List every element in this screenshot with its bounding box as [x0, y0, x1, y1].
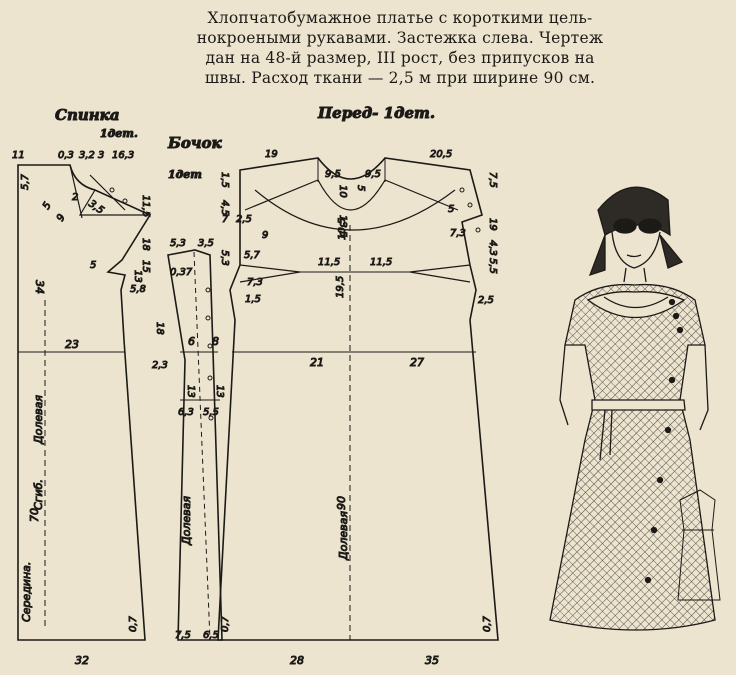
- front-dim-9: 9: [262, 230, 268, 241]
- back-dim-13: 13: [132, 270, 143, 283]
- back-dim-5: 5: [41, 200, 54, 211]
- front-dim-20-5: 20,5: [430, 149, 452, 160]
- front-dim-1-5b: 1,5: [245, 294, 261, 305]
- front-grain-label: Долевая: [337, 511, 350, 561]
- description-line-2: нокроеными рукавами. Застежка слева. Чер…: [196, 29, 604, 47]
- front-dim-35: 35: [425, 654, 439, 667]
- side-title: Бочок: [167, 134, 223, 152]
- back-center-label: Середина.: [20, 562, 33, 622]
- side-dim-8: 8: [212, 335, 219, 348]
- back-dim-0-7: 0,7: [128, 615, 139, 632]
- front-dim-19-5: 19,5: [335, 276, 346, 298]
- side-piece: Бочок 1дет 5,3 3,5 0,37 18 2,3 6 8 13 13…: [152, 134, 226, 642]
- front-dim-2-5r: 2,5: [478, 295, 494, 306]
- front-dim-0-7b: 0,7: [482, 615, 493, 632]
- side-count: 1дет: [168, 168, 202, 181]
- front-dim-5-7: 5,7: [244, 250, 261, 261]
- front-dim-5-5r: 5,5: [487, 258, 498, 274]
- back-dim-3-5: 3,5: [86, 198, 105, 216]
- front-dim-5-3: 5,3: [219, 250, 230, 266]
- front-dim-1-5: 1,5: [219, 172, 230, 188]
- side-dim-7-5: 7,5: [175, 630, 191, 641]
- front-dim-28: 28: [290, 654, 304, 667]
- side-dim-0-37: 0,37: [170, 267, 193, 278]
- back-dim-9: 9: [55, 212, 68, 223]
- back-dim-5b: 5: [90, 260, 96, 271]
- side-dim-2-3: 2,3: [152, 360, 168, 371]
- back-dim-0-3: 0,3: [58, 150, 74, 161]
- front-dim-5: 5: [355, 185, 366, 191]
- back-dim-16-3: 16,3: [112, 150, 134, 161]
- dress-illustration: [549, 186, 721, 631]
- front-dim-13-5: 13,5: [337, 215, 348, 237]
- back-dim-3-2: 3,2: [79, 150, 95, 161]
- front-title: Перед- 1дет.: [317, 104, 435, 122]
- side-dim-6-3: 6,3: [178, 407, 194, 418]
- side-dim-18: 18: [154, 322, 165, 335]
- front-dim-4-5: 4,5: [219, 200, 230, 216]
- back-dim-34: 34: [33, 280, 46, 294]
- front-dim-7-3: 7,3: [450, 228, 466, 239]
- front-dim-0-7a: 0,7: [220, 615, 231, 632]
- front-dim-7-3l: 7,3: [247, 277, 263, 288]
- back-piece: Спинка 1дет. 11 0,3 3,2 3 16,3 5,7 5 9 2…: [12, 106, 152, 668]
- back-grain-label: Долевая: [32, 395, 45, 445]
- description-line-4: швы. Расход ткани — 2,5 м при ширине 90 …: [204, 69, 596, 87]
- back-dim-3: 3: [98, 150, 104, 161]
- back-dim-23: 23: [65, 338, 79, 351]
- front-dim-21: 21: [310, 356, 324, 369]
- front-dim-27: 27: [410, 356, 424, 369]
- description-line-1: Хлопчатобумажное платье с короткими цель…: [207, 9, 593, 27]
- side-dim-13: 13: [185, 385, 196, 398]
- front-dim-19b: 19: [487, 218, 498, 231]
- side-dim-6-5: 6,5: [203, 630, 219, 641]
- front-dim-11-5b: 11,5: [370, 257, 392, 268]
- front-dim-10-5: 10,5: [337, 218, 348, 240]
- back-dim-5-7: 5,7: [20, 173, 31, 190]
- side-grain-label: Долевая: [180, 496, 193, 546]
- front-dim-90: 90: [335, 496, 348, 510]
- back-dim-2: 2: [72, 192, 78, 203]
- back-dim-32: 32: [75, 654, 89, 667]
- front-dim-7-5: 7,5: [487, 172, 498, 188]
- back-dim-70: 70: [28, 508, 41, 522]
- front-dim-9-5a: 9,5: [325, 169, 341, 180]
- front-dim-11-5a: 11,5: [318, 257, 340, 268]
- description-text: Хлопчатобумажное платье с короткими цель…: [150, 8, 650, 88]
- side-dim-6: 6: [188, 335, 195, 348]
- back-title: Спинка: [55, 106, 120, 124]
- back-dim-5-8: 5,8: [130, 284, 146, 295]
- front-dim-2-5: 2,5: [236, 214, 252, 225]
- front-piece: Перед- 1дет. 19 20,5 1,5 9,5 9,5 10: [217, 104, 499, 668]
- side-dim-3-5: 3,5: [198, 238, 214, 249]
- side-dim-5-3: 5,3: [170, 238, 186, 249]
- front-dim-5r: 5: [448, 204, 454, 215]
- back-dim-15: 15: [140, 260, 151, 273]
- front-dim-7: 7: [222, 214, 229, 225]
- side-outline: [167, 249, 223, 641]
- front-dim-19: 19: [265, 149, 278, 160]
- side-dim-13b: 13: [214, 385, 225, 398]
- dress-body: [549, 283, 716, 631]
- back-fold-label: Сгиб.: [32, 479, 45, 510]
- front-dim-4-3: 4,3: [487, 240, 498, 256]
- back-dim-18: 18: [140, 238, 151, 251]
- front-dim-10: 10: [337, 185, 348, 198]
- back-dim-11: 11: [12, 150, 25, 161]
- side-dim-5-5: 5,5: [203, 407, 219, 418]
- description-line-3: дан на 48-й размер, III рост, без припус…: [205, 49, 595, 67]
- front-dim-9-5b: 9,5: [365, 169, 381, 180]
- back-count: 1дет.: [100, 127, 138, 140]
- back-dim-11-5: 11,5: [140, 195, 151, 217]
